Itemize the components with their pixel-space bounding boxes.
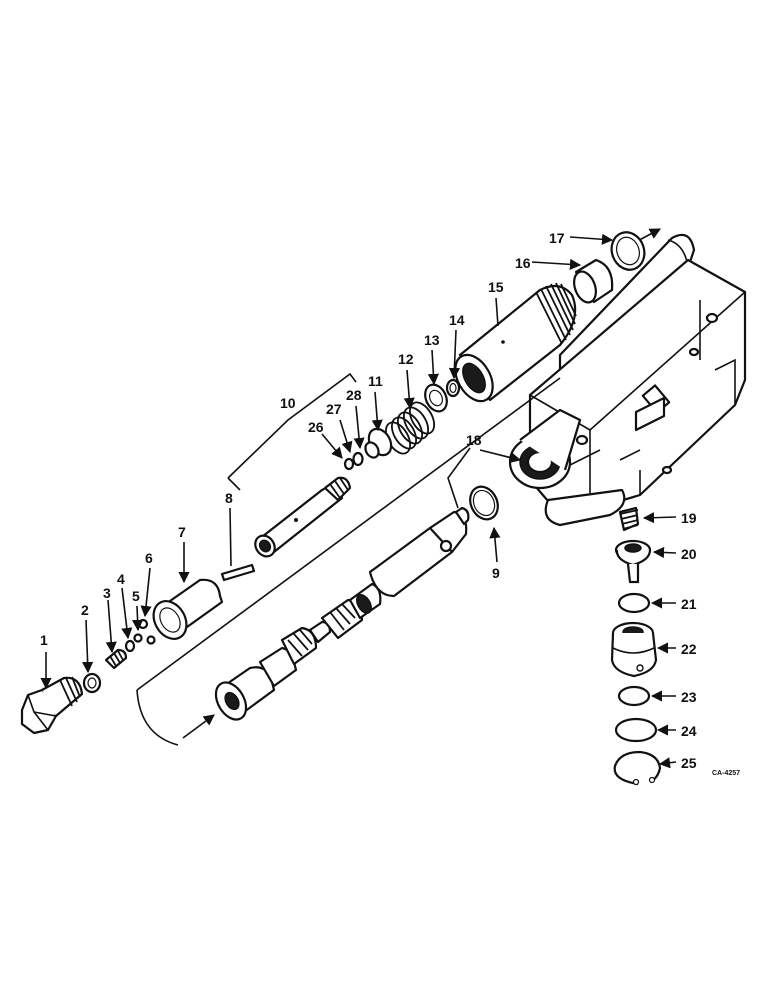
callout-7: 7: [178, 524, 186, 540]
callout-4: 4: [117, 571, 125, 587]
ball-6: [137, 618, 149, 630]
callout-28: 28: [346, 387, 362, 403]
callout-18: 18: [466, 432, 482, 448]
callout-21: 21: [681, 596, 697, 612]
callout-11: 11: [368, 373, 383, 389]
stem-assembly-10: [254, 476, 352, 558]
small-o-ring-14: [445, 378, 461, 398]
spring-seat-11: [364, 427, 393, 459]
callout-5: 5: [132, 588, 140, 604]
relief-spring-19: [618, 506, 640, 532]
callout-15: 15: [488, 279, 504, 295]
o-ring-9: [469, 485, 499, 521]
ball-5b: [146, 635, 156, 645]
threaded-sleeve-15: [454, 282, 577, 403]
plug-2: [82, 672, 102, 694]
callout-20: 20: [681, 546, 697, 562]
callout-14: 14: [449, 312, 465, 328]
callout-19: 19: [681, 510, 697, 526]
washer-27: [343, 457, 355, 471]
o-ring-21: [617, 592, 651, 614]
callout-23: 23: [681, 689, 697, 705]
callout-2: 2: [81, 602, 89, 618]
valve-body: [508, 233, 747, 527]
snap-ring-25: [613, 750, 662, 786]
drawing-code: CA-4257: [712, 770, 740, 777]
callout-10: 10: [280, 395, 296, 411]
spool-assembly: [214, 506, 470, 721]
callout-27: 27: [326, 401, 342, 417]
bushing-16: [573, 258, 614, 304]
washer-4: [124, 639, 136, 653]
callout-3: 3: [103, 585, 111, 601]
callout-16: 16: [515, 255, 531, 271]
washer-28: [352, 451, 364, 467]
callout-6: 6: [145, 550, 153, 566]
washer-13: [424, 383, 448, 413]
callout-22: 22: [681, 641, 697, 657]
poppet-20: [614, 539, 652, 584]
hex-plug-1: [20, 676, 84, 735]
callout-17: 17: [549, 230, 565, 246]
backup-ring-24: [614, 717, 658, 743]
o-ring-23: [617, 685, 651, 707]
callout-8: 8: [225, 490, 233, 506]
callout-labels: 1 2 3 4 5 6 7 8 9 10 11 12 13 14 15 16 1…: [40, 230, 740, 777]
callout-26: 26: [308, 419, 324, 435]
callout-24: 24: [681, 723, 697, 739]
callout-13: 13: [424, 332, 440, 348]
callout-1: 1: [40, 632, 48, 648]
valve-seat-22: [610, 621, 658, 678]
pin-8: [220, 563, 256, 582]
seal-ring-17: [610, 231, 646, 271]
callout-12: 12: [398, 351, 414, 367]
ball-5: [133, 633, 143, 643]
callout-25: 25: [681, 755, 697, 771]
callout-9: 9: [492, 565, 500, 581]
leader-lines: [40, 233, 677, 769]
lower-assembly-line: [136, 689, 179, 746]
sleeve-7: [152, 578, 224, 640]
upper-assembly-line: [136, 377, 561, 691]
small-spring-3: [104, 648, 128, 670]
